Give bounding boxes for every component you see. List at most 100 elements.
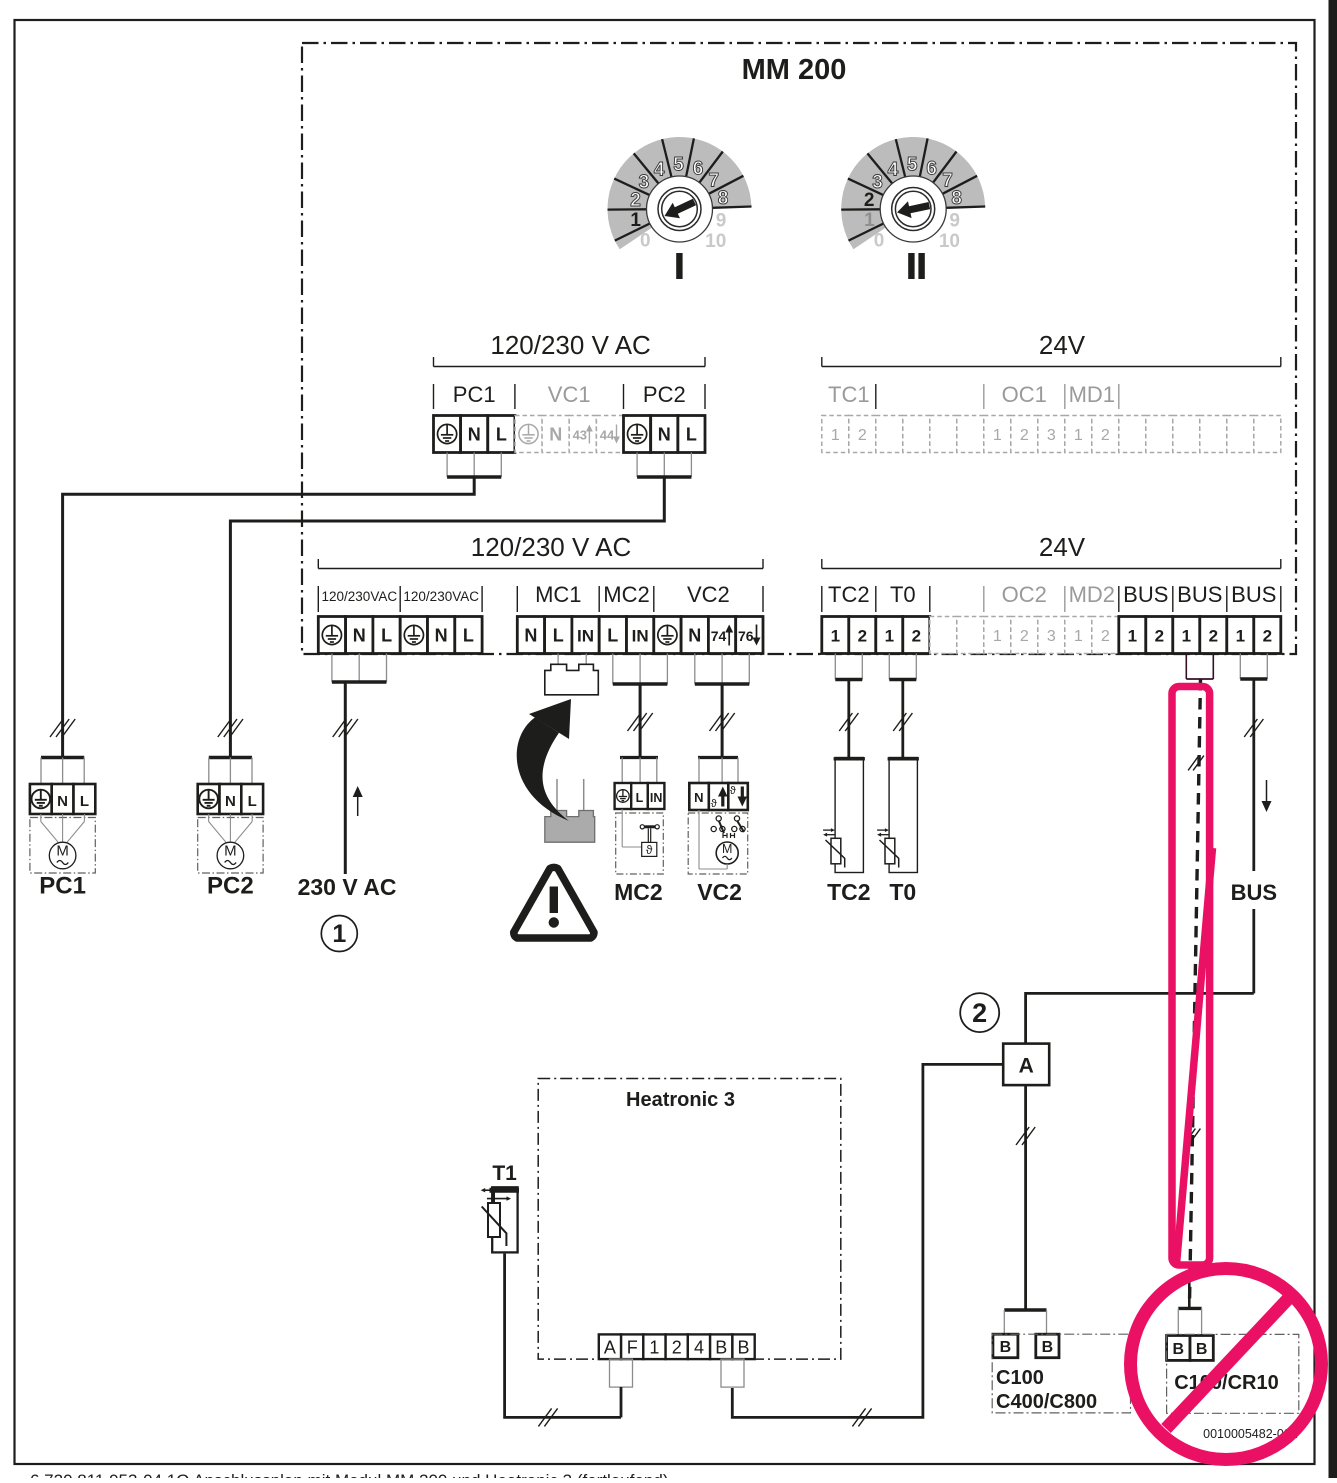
svg-text:Heatronic 3: Heatronic 3 — [626, 1089, 735, 1111]
svg-text:0: 0 — [874, 230, 885, 251]
svg-text:N: N — [688, 626, 701, 646]
svg-text:44: 44 — [600, 428, 615, 443]
svg-text:L: L — [381, 626, 392, 646]
svg-text:3: 3 — [872, 172, 883, 193]
svg-text:8: 8 — [951, 188, 962, 209]
svg-text:1: 1 — [885, 627, 894, 646]
svg-text:120/230VAC: 120/230VAC — [403, 589, 479, 604]
svg-text:74: 74 — [711, 628, 727, 644]
svg-text:IN: IN — [632, 627, 649, 646]
svg-text:230 V AC: 230 V AC — [298, 874, 397, 900]
svg-text:TC2: TC2 — [827, 879, 870, 905]
svg-text:1: 1 — [831, 427, 840, 444]
svg-text:L: L — [553, 626, 564, 646]
svg-text:VC2: VC2 — [687, 582, 730, 607]
svg-text:L: L — [248, 793, 257, 810]
svg-text:9: 9 — [949, 211, 960, 232]
svg-text:2: 2 — [1101, 427, 1110, 444]
svg-text:T0: T0 — [889, 879, 916, 905]
svg-text:N: N — [694, 790, 703, 805]
svg-text:120/230 V AC: 120/230 V AC — [490, 330, 650, 360]
svg-text:120/230VAC: 120/230VAC — [322, 589, 398, 604]
svg-text:VC2: VC2 — [697, 879, 742, 905]
svg-text:2: 2 — [1020, 628, 1029, 645]
svg-text:MC2: MC2 — [603, 582, 649, 607]
svg-text:T1: T1 — [492, 1162, 517, 1185]
svg-text:MM 200: MM 200 — [742, 54, 847, 86]
svg-text:5: 5 — [907, 155, 918, 176]
svg-text:1: 1 — [649, 1338, 659, 1358]
svg-text:L: L — [686, 425, 697, 445]
svg-text:6 720 811 953-04.1O Anschlus: 6 720 811 953-04.1O Anschlussplan mit Mo… — [30, 1471, 669, 1478]
svg-text:1: 1 — [864, 210, 875, 231]
svg-text:0: 0 — [640, 230, 651, 251]
svg-text:C100/CR10: C100/CR10 — [1174, 1372, 1279, 1394]
svg-text:2: 2 — [858, 627, 867, 646]
svg-text:1: 1 — [1074, 628, 1083, 645]
svg-text:PC2: PC2 — [643, 382, 686, 407]
svg-text:9: 9 — [716, 211, 727, 232]
svg-text:L: L — [607, 626, 618, 646]
svg-text:24V: 24V — [1039, 532, 1086, 562]
svg-text:2: 2 — [912, 627, 921, 646]
svg-text:ϑ: ϑ — [646, 843, 653, 857]
svg-text:B: B — [1000, 1339, 1012, 1356]
svg-text:24V: 24V — [1039, 330, 1086, 360]
svg-text:2: 2 — [630, 190, 641, 211]
svg-text:43: 43 — [573, 428, 587, 443]
svg-text:1: 1 — [993, 628, 1002, 645]
svg-text:BUS: BUS — [1231, 880, 1277, 905]
svg-text:B: B — [715, 1338, 727, 1358]
svg-text:1: 1 — [831, 627, 840, 646]
svg-text:1: 1 — [1128, 627, 1137, 646]
svg-text:MC1: MC1 — [535, 582, 581, 607]
svg-text:10: 10 — [705, 231, 726, 252]
svg-text:N: N — [435, 626, 448, 646]
svg-text:IN: IN — [650, 791, 663, 805]
svg-text:N: N — [468, 425, 481, 445]
svg-text:1: 1 — [332, 920, 346, 948]
svg-text:4: 4 — [654, 159, 665, 180]
svg-text:L: L — [636, 791, 644, 805]
svg-text:N: N — [225, 793, 236, 810]
svg-text:2: 2 — [1101, 628, 1110, 645]
svg-text:IN: IN — [577, 627, 594, 646]
svg-text:PC1: PC1 — [453, 382, 496, 407]
svg-text:B: B — [1196, 1341, 1208, 1358]
svg-text:M: M — [224, 843, 237, 860]
svg-text:OC1: OC1 — [1002, 382, 1047, 407]
svg-text:2: 2 — [1209, 627, 1218, 646]
svg-text:2: 2 — [1263, 627, 1272, 646]
svg-text:M: M — [722, 842, 732, 856]
svg-text:F: F — [627, 1338, 638, 1358]
svg-text:ϑ: ϑ — [711, 798, 717, 810]
svg-text:MC2: MC2 — [614, 879, 663, 905]
svg-text:3: 3 — [1047, 427, 1056, 444]
svg-text:10: 10 — [939, 231, 960, 252]
svg-text:L: L — [496, 425, 507, 445]
svg-text:B: B — [1042, 1339, 1054, 1356]
svg-text:TC2: TC2 — [828, 582, 870, 607]
svg-text:3: 3 — [1047, 628, 1056, 645]
svg-text:3: 3 — [639, 172, 650, 193]
svg-text:4: 4 — [888, 159, 899, 180]
svg-text:76: 76 — [738, 628, 754, 644]
svg-text:4: 4 — [694, 1338, 704, 1358]
svg-text:8: 8 — [718, 188, 729, 209]
svg-text:B: B — [1173, 1341, 1185, 1358]
svg-text:MD2: MD2 — [1069, 582, 1115, 607]
svg-text:2: 2 — [1155, 627, 1164, 646]
svg-text:PC2: PC2 — [207, 873, 254, 900]
svg-text:2: 2 — [672, 1338, 682, 1358]
svg-text:OC2: OC2 — [1002, 582, 1047, 607]
svg-text:N: N — [57, 793, 68, 810]
svg-text:BUS: BUS — [1177, 582, 1222, 607]
svg-text:L: L — [463, 626, 474, 646]
svg-text:1: 1 — [1074, 427, 1083, 444]
svg-text:120/230 V AC: 120/230 V AC — [471, 532, 631, 562]
svg-text:2: 2 — [864, 190, 875, 211]
svg-text:TC1: TC1 — [828, 382, 870, 407]
svg-text:2: 2 — [1020, 427, 1029, 444]
svg-text:C400/C800: C400/C800 — [996, 1391, 1097, 1413]
svg-text:6: 6 — [926, 159, 937, 180]
